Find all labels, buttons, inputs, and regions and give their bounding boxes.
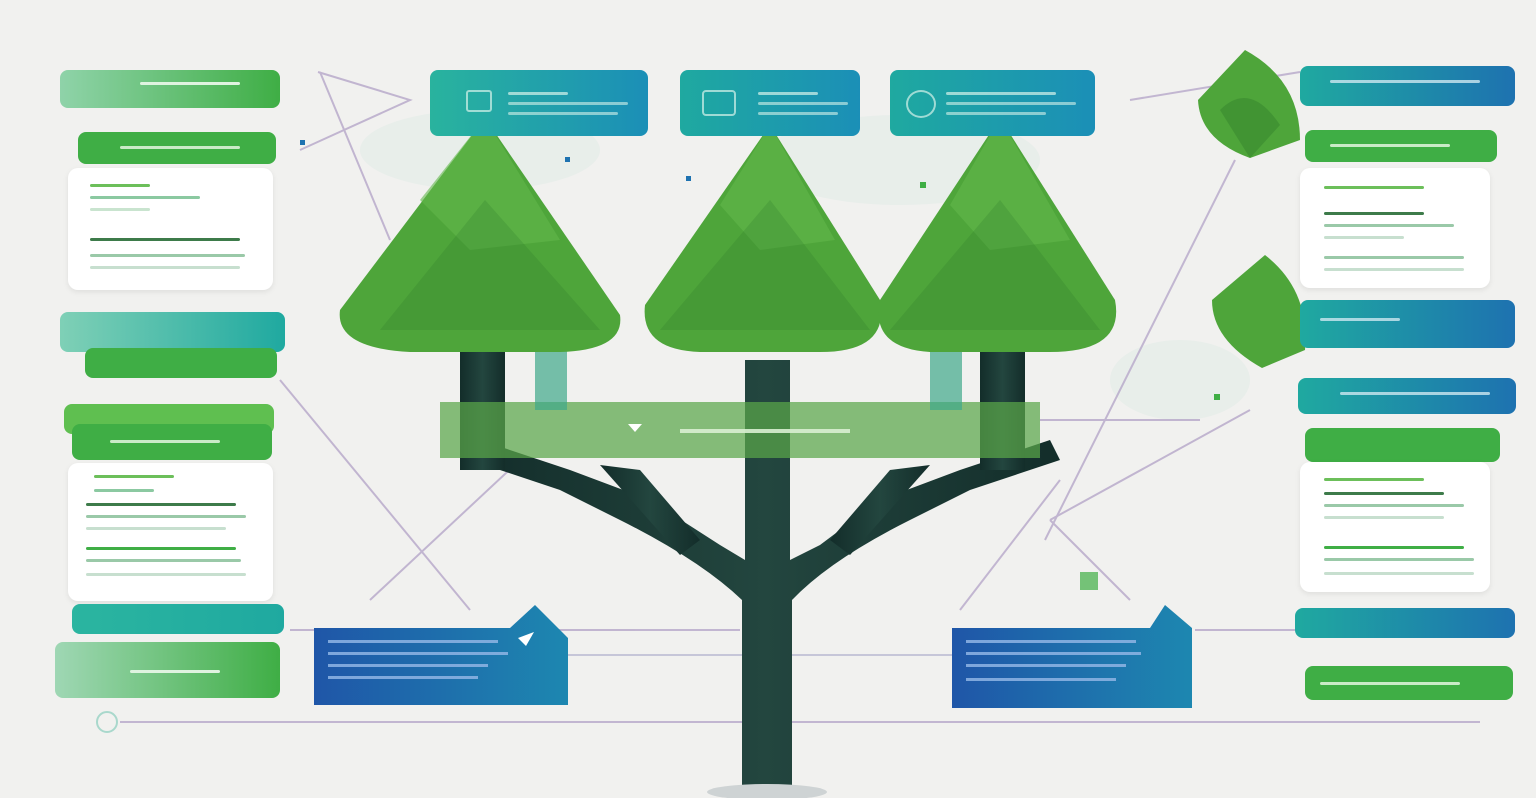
circle-marker — [96, 711, 118, 733]
tree-icon — [906, 90, 936, 118]
left-card-1 — [68, 168, 273, 290]
right-card-2 — [1300, 462, 1490, 592]
document-icon — [466, 90, 492, 112]
tree-crowns — [339, 118, 1117, 352]
right-content-box — [952, 605, 1192, 708]
top-header-box-2 — [680, 70, 860, 136]
chart-icon — [702, 90, 736, 116]
right-card-1 — [1300, 168, 1490, 288]
right-label-4 — [1298, 378, 1516, 414]
top-header-box-3 — [890, 70, 1095, 136]
left-label-1 — [60, 70, 280, 108]
left-label-3 — [60, 312, 285, 352]
right-label-3 — [1300, 300, 1515, 348]
right-label-6 — [1295, 608, 1515, 638]
top-header-box-1 — [430, 70, 648, 136]
right-label-1 — [1300, 66, 1515, 106]
left-card-2 — [68, 463, 273, 601]
right-label-5 — [1305, 428, 1500, 462]
left-label-4 — [85, 348, 277, 378]
left-label-7 — [72, 604, 284, 634]
leaf-icon — [1198, 50, 1306, 368]
connector-lines — [120, 71, 1480, 723]
